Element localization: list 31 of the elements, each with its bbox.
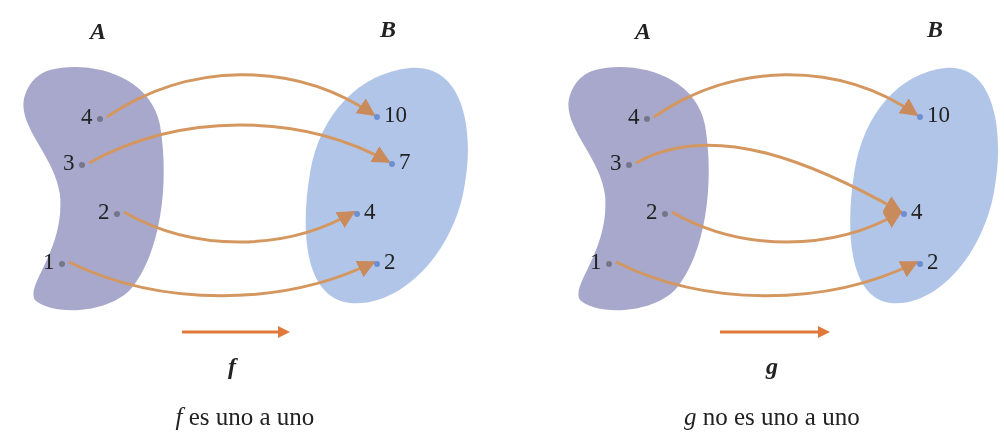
element-label: 2: [98, 199, 120, 225]
set-name-label: A: [90, 17, 106, 45]
set-name-label: B: [380, 15, 396, 43]
mapping-arrow: [635, 143, 903, 214]
element-label: 4: [81, 104, 103, 130]
set-name-label: A: [635, 17, 651, 45]
caption: f es uno a uno: [175, 403, 315, 431]
mapping-arrow: [653, 73, 919, 119]
element-label: 2: [374, 249, 396, 275]
element-label: 4: [354, 199, 376, 225]
mapping-arrow: [615, 260, 919, 298]
element-label: 7: [389, 149, 411, 175]
element-label: 10: [917, 102, 950, 128]
caption: g no es uno a uno: [684, 403, 860, 431]
element-label: 3: [610, 150, 632, 176]
function-name-label: f: [228, 352, 236, 380]
mapping-arrow: [671, 210, 903, 244]
element-label: 3: [63, 150, 85, 176]
element-label: 1: [590, 249, 612, 275]
set-name-label: B: [927, 15, 943, 43]
element-label: 4: [901, 199, 923, 225]
mapping-arrow: [106, 73, 376, 119]
element-label: 1: [43, 249, 65, 275]
element-label: 2: [646, 199, 668, 225]
mapping-arrow: [68, 260, 376, 298]
function-name-label: g: [766, 352, 778, 380]
mapping-arrow: [88, 123, 391, 165]
element-label: 4: [628, 104, 650, 130]
element-label: 10: [374, 102, 407, 128]
mapping-arrow: [123, 210, 356, 244]
element-label: 2: [917, 249, 939, 275]
